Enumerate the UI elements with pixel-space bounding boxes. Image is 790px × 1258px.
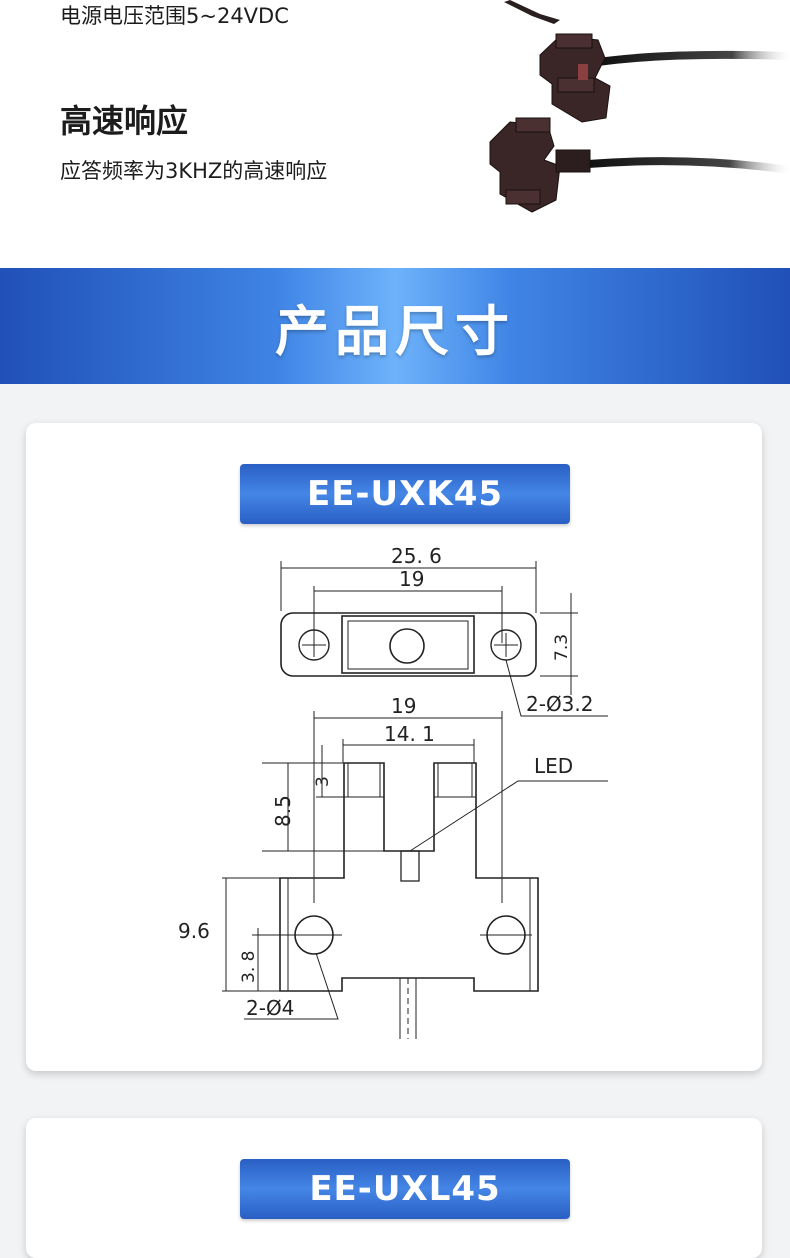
feature-section: 电源电压范围5~24VDC 高速响应 应答频率为3KHZ的高速响应 (0, 0, 790, 268)
product-dimensions-banner: 产品尺寸 (0, 268, 790, 384)
banner-title: 产品尺寸 (275, 299, 515, 363)
feature-description: 应答频率为3KHZ的高速响应 (60, 159, 328, 183)
dimension-card-ee-uxk45: EE-UXK45 (26, 423, 762, 1071)
model-label: EE-UXL45 (240, 1159, 570, 1219)
feature-title: 高速响应 (60, 102, 189, 140)
dim-front-tab-height: 3 (313, 776, 333, 787)
dim-top-total-width: 25. 6 (391, 544, 442, 568)
dimension-drawing: 25. 6 19 7.3 2-Ø3.2 19 14. 1 LED 3 8.5 9… (178, 544, 608, 1039)
dim-front-hole-pitch: 19 (391, 694, 416, 718)
dim-top-hole-pitch: 19 (399, 567, 424, 591)
sensor-product-image (489, 0, 790, 213)
dim-front-body-height: 9.6 (178, 919, 210, 943)
dim-front-slot-depth: 8.5 (271, 795, 295, 827)
dimension-card-ee-uxl45: EE-UXL45 (26, 1118, 762, 1258)
dim-front-slot-width: 14. 1 (384, 722, 435, 746)
dim-top-holes: 2-Ø3.2 (526, 692, 594, 716)
led-label: LED (534, 754, 573, 778)
dim-front-hole-height: 3. 8 (239, 951, 259, 983)
model-label: EE-UXK45 (240, 464, 570, 524)
dim-front-holes: 2-Ø4 (246, 996, 294, 1020)
dim-top-height: 7.3 (552, 634, 572, 661)
voltage-range-text: 电源电压范围5~24VDC (60, 4, 289, 28)
